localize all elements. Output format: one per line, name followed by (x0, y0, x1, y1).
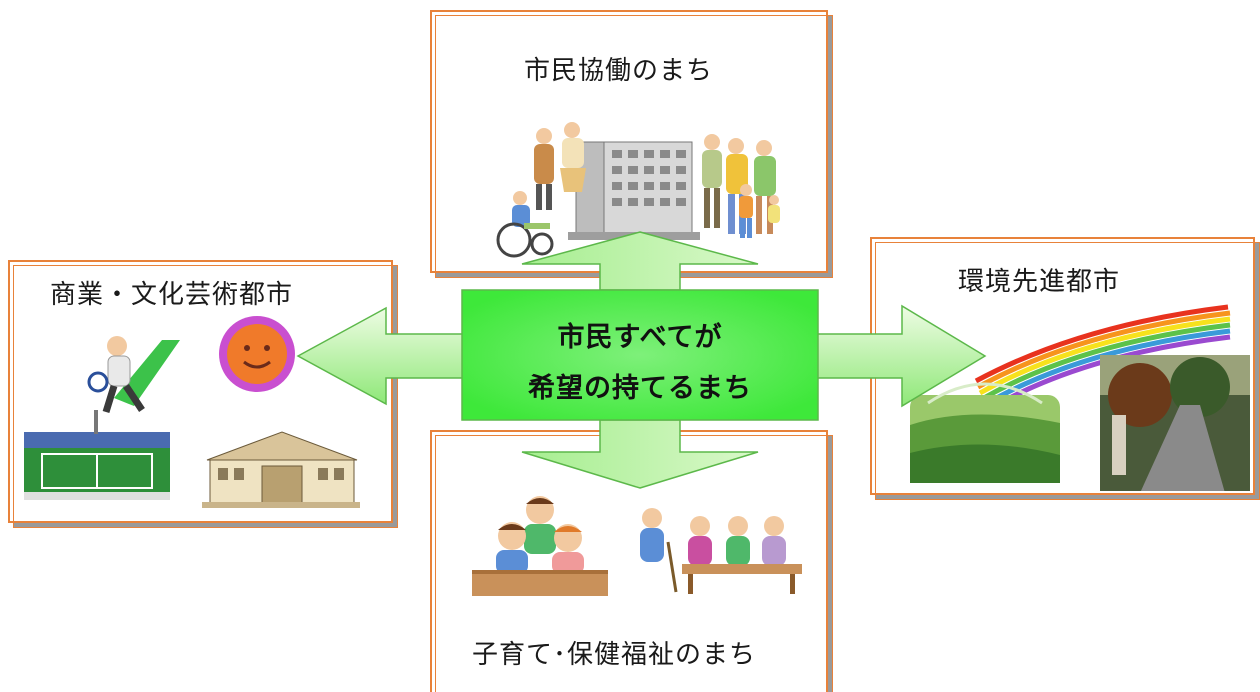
arrow-left (296, 306, 471, 406)
center-text-line1: 市民すべてが (557, 322, 723, 353)
box-environmental-advanced-city: 環境先進都市 (870, 237, 1260, 500)
rainbow-landscape-street-illustration (910, 304, 1250, 491)
arrow-right (804, 304, 987, 408)
people-and-building-illustration (496, 122, 780, 258)
box-title-environmental-advanced-city: 環境先進都市 (958, 267, 1121, 297)
box-title-commerce-culture-arts-city: 商業・文化芸術都市 (50, 280, 294, 310)
center-text-line2: 希望の持てるまち (528, 373, 752, 404)
arrow-down (521, 419, 759, 489)
box-title-citizen-collaboration: 市民協働のまち (524, 56, 714, 86)
center-block (461, 289, 819, 421)
arrow-up (521, 231, 759, 291)
sports-sun-museum-illustration (24, 316, 360, 508)
children-and-elderly-illustration (472, 496, 802, 596)
box-commerce-culture-arts-city: 商業・文化芸術都市 (8, 260, 398, 528)
box-title-childcare-health-welfare: 子育て･保健福祉のまち (472, 640, 757, 670)
